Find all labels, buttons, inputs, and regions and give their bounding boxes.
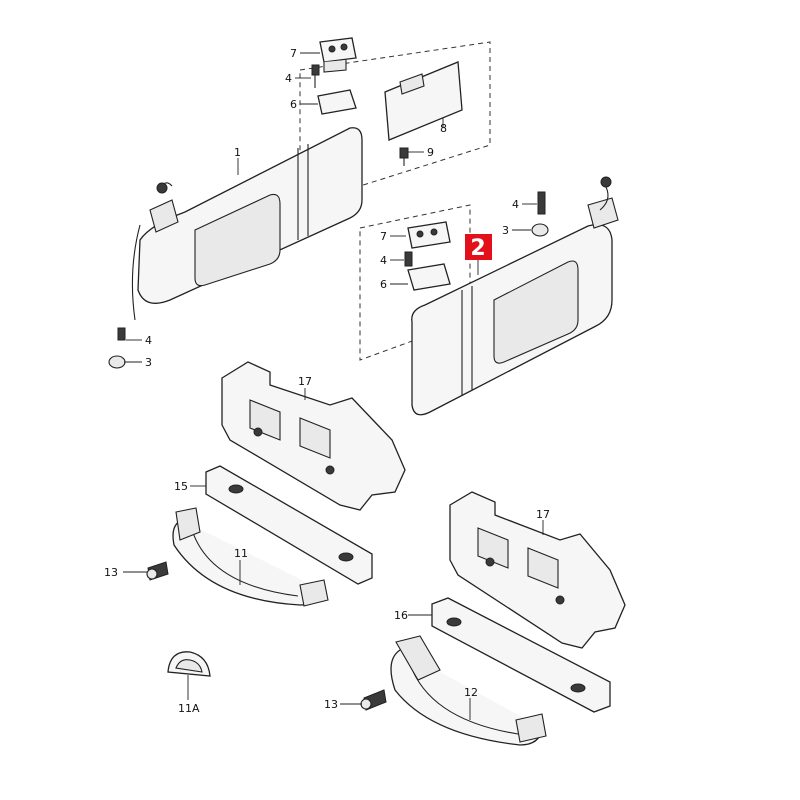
callout-6-right: 6 bbox=[380, 278, 387, 291]
callout-15: 15 bbox=[174, 480, 188, 493]
part-grab-handle-left bbox=[172, 507, 329, 607]
leader-lines bbox=[123, 52, 544, 720]
part-cover-right bbox=[407, 263, 451, 291]
part-cap bbox=[167, 651, 211, 677]
callout-4-right: 4 bbox=[380, 254, 387, 267]
part-rail-right bbox=[431, 597, 611, 713]
part-screw-handle-left bbox=[146, 561, 169, 581]
part-grab-handle-right bbox=[390, 635, 547, 746]
part-screw-lower-left bbox=[117, 327, 126, 341]
part-sun-visor-left bbox=[131, 127, 363, 321]
callout-4-right-upper: 4 bbox=[512, 198, 519, 211]
part-sun-visor-right bbox=[411, 176, 619, 416]
part-bracket-lower bbox=[449, 491, 626, 649]
highlight-badge: 2 bbox=[465, 234, 492, 261]
callout-17-lower: 17 bbox=[536, 508, 550, 521]
part-nut-right-upper bbox=[531, 223, 549, 237]
part-clip-top-left bbox=[319, 37, 357, 73]
part-clip-right bbox=[407, 221, 451, 249]
callout-6-top: 6 bbox=[290, 98, 297, 111]
callout-7-right: 7 bbox=[380, 230, 387, 243]
callout-9: 9 bbox=[427, 146, 434, 159]
callout-1: 1 bbox=[234, 146, 241, 159]
callout-8: 8 bbox=[440, 122, 447, 135]
part-screw-right-upper bbox=[537, 191, 546, 215]
callout-4-lower-left: 4 bbox=[145, 334, 152, 347]
callout-3-lower-left: 3 bbox=[145, 356, 152, 369]
callout-12: 12 bbox=[464, 686, 478, 699]
part-cover-top-left bbox=[317, 89, 357, 115]
callout-11: 11 bbox=[234, 547, 248, 560]
part-screw-top-left bbox=[311, 64, 320, 88]
part-screw-mirror-light bbox=[399, 147, 409, 166]
part-screw-handle-right bbox=[360, 689, 387, 711]
part-mirror-light bbox=[384, 61, 463, 141]
callout-13-left: 13 bbox=[104, 566, 118, 579]
part-bracket-upper bbox=[221, 361, 406, 511]
callout-7-top: 7 bbox=[290, 47, 297, 60]
part-rail-left bbox=[205, 465, 373, 585]
part-nut-lower-left bbox=[108, 355, 126, 369]
highlight-badge-label: 2 bbox=[470, 236, 485, 261]
highlight-badge-bg bbox=[465, 234, 492, 260]
callout-13-right: 13 bbox=[324, 698, 338, 711]
group-outline-mirror-light-left bbox=[299, 41, 491, 206]
part-screw-right bbox=[404, 251, 413, 267]
callout-11A: 11A bbox=[178, 702, 200, 715]
callout-3-right-upper: 3 bbox=[502, 224, 509, 237]
callout-4-top: 4 bbox=[285, 72, 292, 85]
callout-16: 16 bbox=[394, 609, 408, 622]
callout-17-upper: 17 bbox=[298, 375, 312, 388]
